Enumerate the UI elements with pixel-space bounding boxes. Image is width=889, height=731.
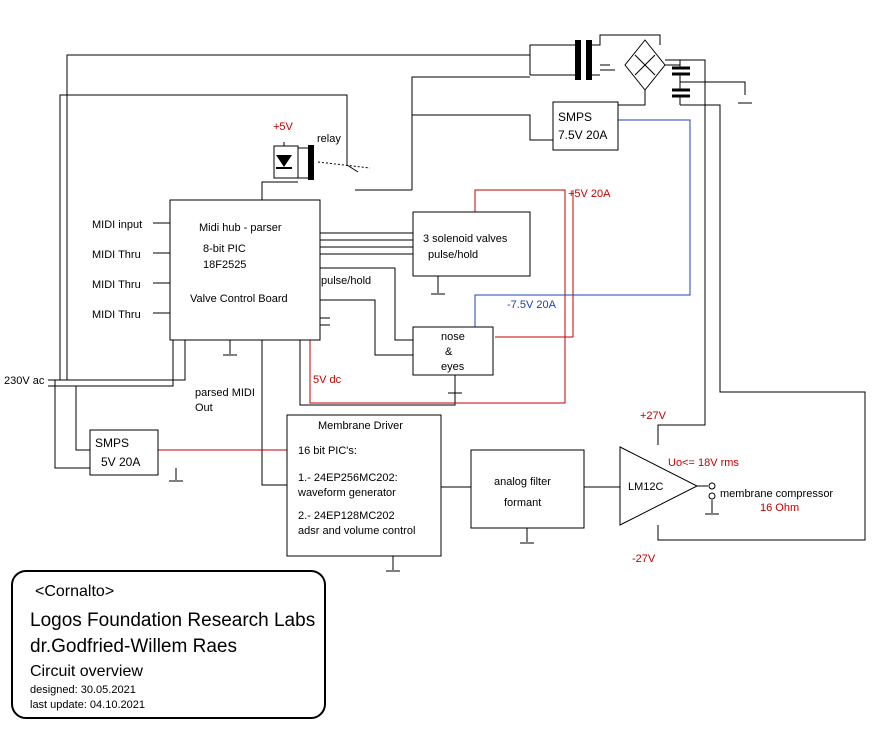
valve-control-board-box [169,199,321,341]
filter-label-1: analog filter [494,476,551,488]
smps-top-rating: 7.5V 20A [558,128,607,142]
analog-filter-box [470,449,585,529]
title-name: <Cornalto> [35,583,114,600]
compressor-label: membrane compressor [720,488,833,500]
pic16-label: 16 bit PIC's: [298,445,357,457]
title-subject: Circuit overview [30,663,143,680]
parsed-out-label: Out [195,402,213,414]
smps-7v5-box [552,101,619,151]
solenoid-label-1: 3 solenoid valves [423,233,508,245]
mains-label: 230V ac [4,375,45,387]
ohm-label: 16 Ohm [760,502,799,514]
filter-label-2: formant [504,497,541,509]
title-designed: designed: 30.05.2021 [30,684,136,696]
pic-model-label: 18F2525 [203,259,246,271]
pic8-label: 8-bit PIC [203,243,246,255]
title-updated: last update: 04.10.2021 [30,699,145,711]
valve-board-label: Valve Control Board [190,293,288,305]
title-org: Logos Foundation Research Labs [30,610,315,631]
nose-eyes-box [412,326,494,376]
eyes-label: eyes [441,361,465,373]
pulse-hold-label: pulse/hold [321,275,371,287]
smps-5v-box [89,429,159,476]
black-wires [48,34,866,572]
membrane-driver-box [286,414,442,557]
five-v-dc-label: 5V dc [313,374,342,386]
nose-label: nose [441,331,465,343]
blue-wires [474,119,691,327]
smps-bottom-title: SMPS [95,436,129,450]
minus7v5-label: -7.5V 20A [507,299,557,311]
relay-supply-label: +5V [273,121,294,133]
plus5v-20a-label: +5V 20A [568,188,611,200]
amp-label: LM12C [628,481,664,493]
pic16-1a-label: 1.- 24EP256MC202: [298,472,398,484]
membrane-driver-title: Membrane Driver [318,420,403,432]
pic16-2a-label: 2.- 24EP128MC202 [298,510,395,522]
pic16-2b-label: adsr and volume control [298,525,415,537]
relay-label: relay [317,133,341,145]
midi-thru-3-label: MIDI Thru [92,309,141,321]
midi-thru-1-label: MIDI Thru [92,249,141,261]
solenoid-label-2: pulse/hold [428,249,478,261]
solenoid-valves-box [412,211,531,277]
midi-hub-label: Midi hub - parser [199,222,282,234]
ampersand-label: & [445,346,453,358]
title-author: dr.Godfried-Willem Raes [30,636,237,657]
minus27-label: -27V [632,553,656,565]
title-block [11,570,326,719]
midi-thru-2-label: MIDI Thru [92,279,141,291]
plus27-label: +27V [640,410,667,422]
uo-label: Uo<= 18V rms [668,457,739,469]
pic16-1b-label: waveform generator [297,487,396,499]
smps-top-title: SMPS [558,110,592,124]
parsed-midi-label: parsed MIDI [195,387,255,399]
smps-bottom-rating: 5V 20A [101,455,140,469]
midi-input-label: MIDI input [92,219,142,231]
